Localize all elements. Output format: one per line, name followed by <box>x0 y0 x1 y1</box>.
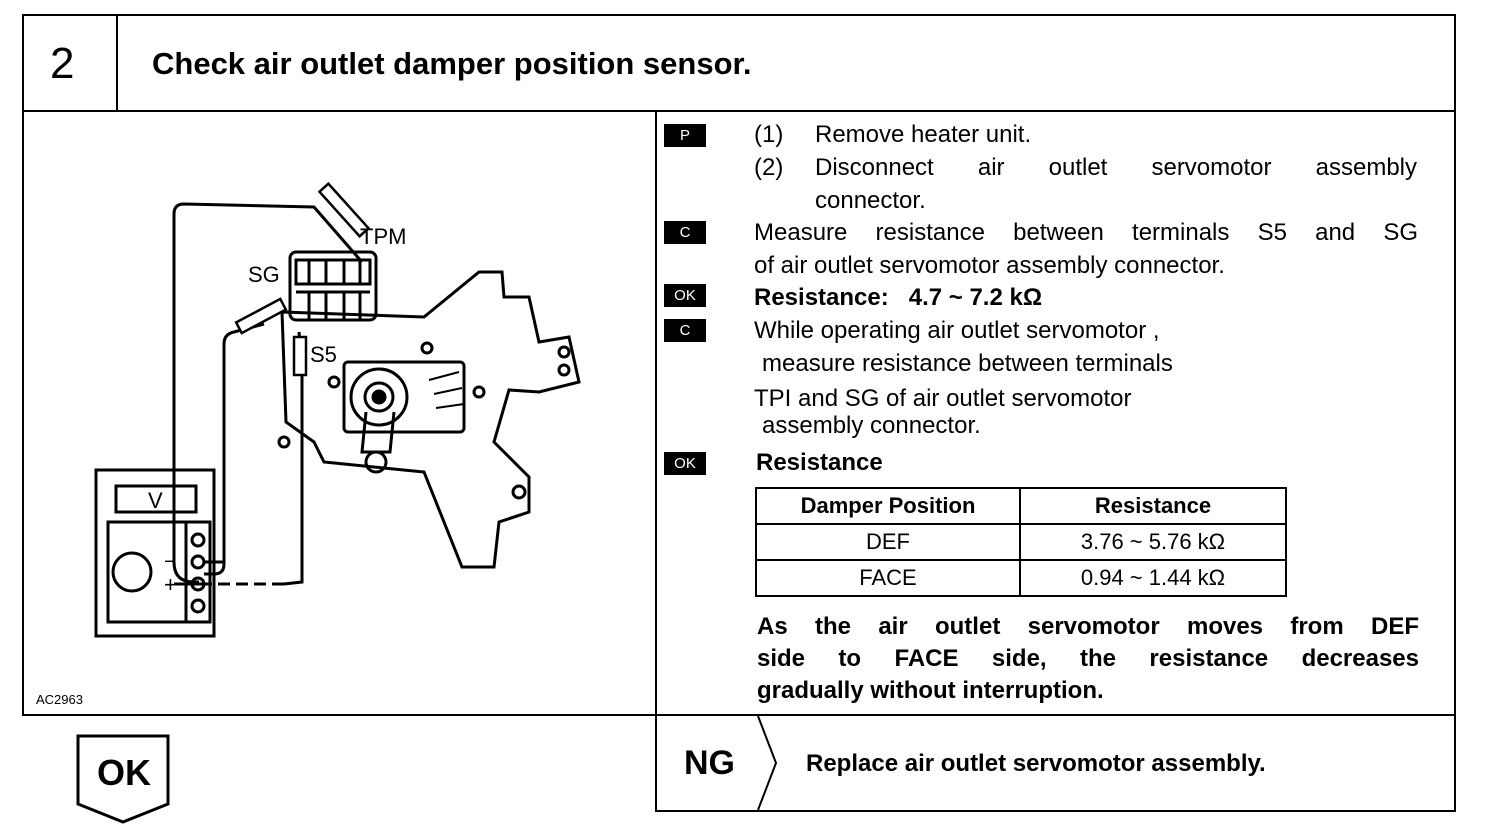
step-number-divider <box>116 14 118 112</box>
prep-step2-num: (2) <box>754 154 784 181</box>
sensor-wiring-diagram: TPM SG S5 V − + AC2963 <box>36 181 581 707</box>
meter-volt-label: V <box>148 488 163 513</box>
ng-arrow-divider <box>757 715 778 811</box>
table-cell: 0.94 ~ 1.44 kΩ <box>1019 559 1287 597</box>
prep-step1: Remove heater unit. <box>815 121 1032 148</box>
ok-result-box <box>76 734 170 824</box>
note-line3: gradually without interruption. <box>757 677 1104 704</box>
prep-step2-line1: Disconnect air outlet servomotor assembl… <box>815 154 1417 181</box>
table-header-row: Damper Position Resistance <box>755 487 1287 525</box>
tpm-label: TPM <box>360 224 406 249</box>
check2-line3: TPI and SG of air outlet servomotor <box>754 385 1132 412</box>
figure-code: AC2963 <box>36 692 83 707</box>
table-header: Damper Position <box>755 487 1021 525</box>
ng-action: Replace air outlet servomotor assembly. <box>806 750 1266 777</box>
check1-line2: of air outlet servomotor assembly connec… <box>754 252 1225 279</box>
check2-line2: measure resistance between terminals <box>762 350 1173 377</box>
servomotor-bracket <box>280 270 581 569</box>
body-divider <box>655 110 657 716</box>
motor-body <box>342 360 466 434</box>
meter-plus-label: + <box>164 572 177 597</box>
prep-badge: P <box>664 124 706 147</box>
table-cell: FACE <box>755 559 1021 597</box>
multimeter-body <box>94 468 216 638</box>
check2-line4: assembly connector. <box>762 412 981 439</box>
note-line2: side to FACE side, the resistance decrea… <box>757 645 1419 672</box>
ng-label: NG <box>684 744 735 782</box>
ok-badge-1: OK <box>664 284 706 307</box>
multimeter-display <box>114 484 198 514</box>
sg-lead <box>204 322 265 576</box>
ok-badge-2: OK <box>664 452 706 475</box>
ok2-label: Resistance <box>756 449 883 476</box>
ok-result-label: OK <box>97 752 151 793</box>
ng-result-box <box>655 714 1456 812</box>
note-line1: As the air outlet servomotor moves from … <box>757 613 1419 640</box>
table-cell: 3.76 ~ 5.76 kΩ <box>1019 523 1287 561</box>
connector-housing <box>288 250 378 322</box>
step-number: 2 <box>50 39 75 88</box>
prep-step1-num: (1) <box>754 121 784 148</box>
table-cell: DEF <box>755 523 1021 561</box>
table-row: DEF 3.76 ~ 5.76 kΩ <box>755 523 1287 561</box>
ok1-spec: Resistance: 4.7 ~ 7.2 kΩ <box>754 284 1043 311</box>
step-title: Check air outlet damper position sensor. <box>152 46 752 81</box>
check2-line1: While operating air outlet servomotor , <box>754 317 1160 344</box>
s5-label: S5 <box>310 342 337 367</box>
meter-minus-label: − <box>164 551 176 573</box>
check-badge-1: C <box>664 221 706 244</box>
table-header: Resistance <box>1019 487 1287 525</box>
table-row: FACE 0.94 ~ 1.44 kΩ <box>755 559 1287 597</box>
prep-step2-line2: connector. <box>815 187 926 214</box>
check1-line1: Measure resistance between terminals S5 … <box>754 219 1418 246</box>
sg-label: SG <box>248 262 280 287</box>
resistance-table: Damper Position Resistance DEF 3.76 ~ 5.… <box>755 487 1287 597</box>
check-badge-2: C <box>664 319 706 342</box>
